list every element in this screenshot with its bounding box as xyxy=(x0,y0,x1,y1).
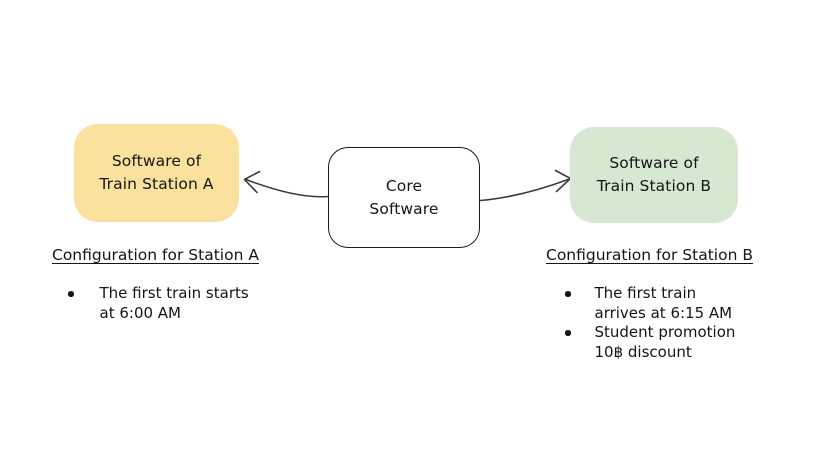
bullet-marker xyxy=(565,330,571,336)
config-b-item2-line2: 10฿ discount xyxy=(594,342,692,361)
config-b-item2-line1: Student promotion xyxy=(594,323,736,341)
config-b-heading: Configuration for Station B xyxy=(546,246,753,264)
arrowhead-station-a-icon xyxy=(243,170,261,194)
arrowhead-station-b-icon xyxy=(554,169,572,193)
core-title-line-1: Core xyxy=(385,176,423,195)
node-core-software: Core Software xyxy=(328,147,480,248)
config-a-heading: Configuration for Station A xyxy=(52,246,259,264)
node-station-a: Software of Train Station A xyxy=(74,124,239,222)
station-b-title-line-2: Train Station B xyxy=(596,177,712,195)
config-a-item1-line2: at 6:00 AM xyxy=(99,303,182,322)
config-b-list: The first train arrives at 6:15 AM Stude… xyxy=(565,284,735,362)
config-b-item1-line1: The first train xyxy=(594,284,697,302)
bullet-marker xyxy=(565,291,571,297)
list-item: The first train starts at 6:00 AM xyxy=(68,284,249,323)
config-a-item1-line1: The first train starts xyxy=(99,284,249,302)
config-b-item1-line2: arrives at 6:15 AM xyxy=(594,303,733,322)
core-title-line-2: Software xyxy=(369,199,439,218)
list-item: The first train arrives at 6:15 AM xyxy=(565,284,735,323)
arrow-core-to-station-b xyxy=(479,178,569,202)
station-a-title-line-1: Software of xyxy=(111,152,202,170)
list-item: Student promotion 10฿ discount xyxy=(565,323,735,362)
arrow-core-to-station-a xyxy=(245,178,329,198)
bullet-marker xyxy=(68,291,74,297)
station-b-title-line-1: Software of xyxy=(609,154,699,172)
node-station-b: Software of Train Station B xyxy=(570,127,738,223)
station-a-title-line-2: Train Station A xyxy=(99,175,214,193)
config-a-list: The first train starts at 6:00 AM xyxy=(68,284,249,323)
